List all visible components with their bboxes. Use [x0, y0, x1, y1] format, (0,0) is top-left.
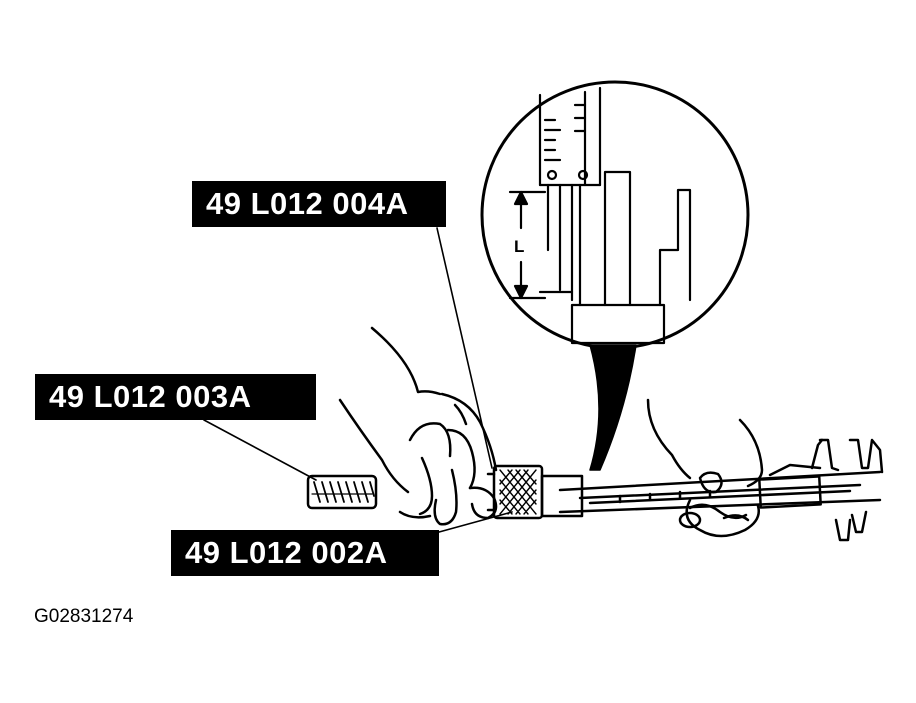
callout-49-l012-003a: 49 L012 003A: [35, 374, 316, 420]
callout-49-l012-002a: 49 L012 002A: [171, 530, 439, 576]
left-hand: [338, 326, 498, 526]
leader-004: [436, 227, 493, 469]
dimension-label: L: [514, 237, 524, 256]
detail-part-outline: [538, 170, 692, 345]
detail-ruler: [538, 86, 602, 187]
figure-id: G02831274: [34, 606, 134, 627]
callout-49-l012-004a: 49 L012 004A: [192, 181, 446, 227]
vernier-caliper: [558, 438, 884, 542]
dimension-arrow: [508, 190, 547, 300]
tool-knurled-sleeve: [486, 464, 584, 520]
detail-leader-cone: [589, 344, 637, 471]
tool-threaded-rod: [306, 474, 378, 510]
leader-003: [203, 419, 317, 481]
magnified-detail: L: [480, 80, 750, 350]
right-hand: [646, 398, 764, 538]
